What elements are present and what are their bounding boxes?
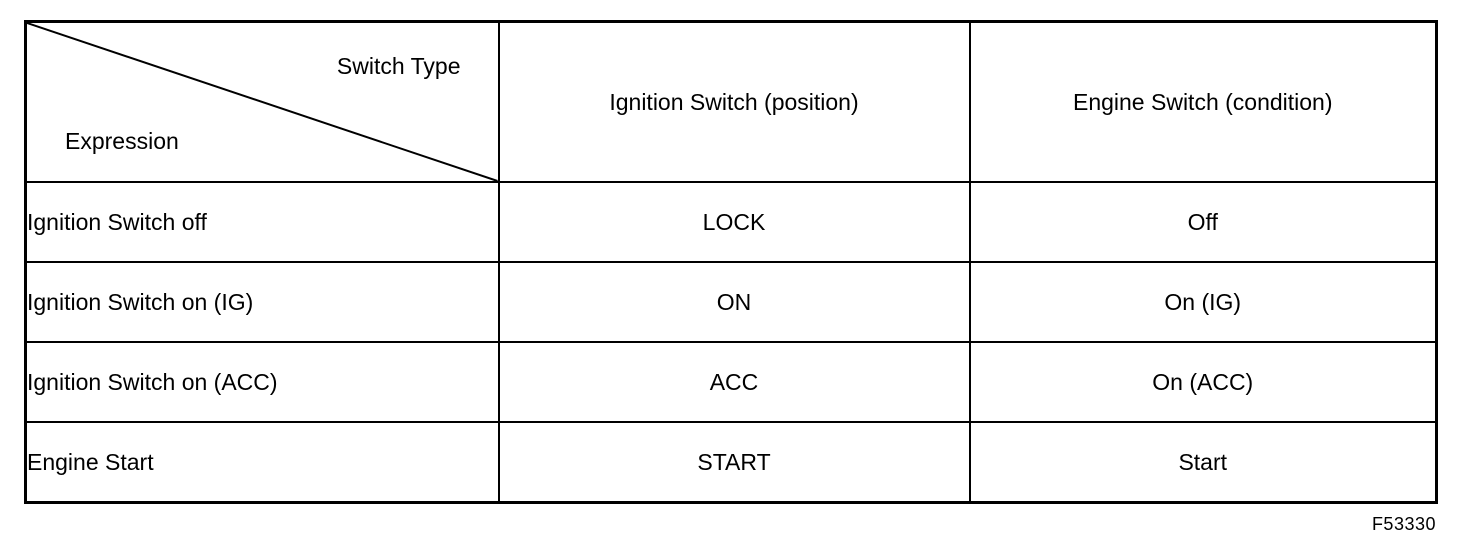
table-row: Ignition Switch on (IG) ON On (IG) [24,261,1438,343]
table-row: Ignition Switch on (ACC) ACC On (ACC) [24,341,1438,423]
header-row: Switch Type Expression Ignition Switch (… [24,20,1438,183]
expression-cell: Ignition Switch off [24,181,500,263]
engine-condition-cell: Off [968,181,1438,263]
switch-type-table: Switch Type Expression Ignition Switch (… [24,20,1438,504]
ignition-position-cell: ACC [497,341,971,423]
corner-header-cell: Switch Type Expression [24,20,500,183]
column-header-ignition-switch: Ignition Switch (position) [497,20,971,183]
engine-condition-cell: Start [968,421,1438,504]
table-row: Ignition Switch off LOCK Off [24,181,1438,263]
table-body: Ignition Switch off LOCK Off Ignition Sw… [24,181,1438,504]
expression-cell: Ignition Switch on (IG) [24,261,500,343]
engine-condition-cell: On (ACC) [968,341,1438,423]
expression-cell: Engine Start [24,421,500,504]
column-header-engine-switch: Engine Switch (condition) [968,20,1438,183]
table-header: Switch Type Expression Ignition Switch (… [24,20,1438,183]
ignition-position-cell: ON [497,261,971,343]
diagonal-divider-line [27,23,498,181]
ignition-position-cell: START [497,421,971,504]
table-row: Engine Start START Start [24,421,1438,504]
figure-number-label: F53330 [1371,514,1436,534]
ignition-position-cell: LOCK [497,181,971,263]
expression-cell: Ignition Switch on (ACC) [24,341,500,423]
corner-label-expression: Expression [65,128,179,154]
engine-condition-cell: On (IG) [968,261,1438,343]
corner-label-switch-type: Switch Type [336,53,461,79]
